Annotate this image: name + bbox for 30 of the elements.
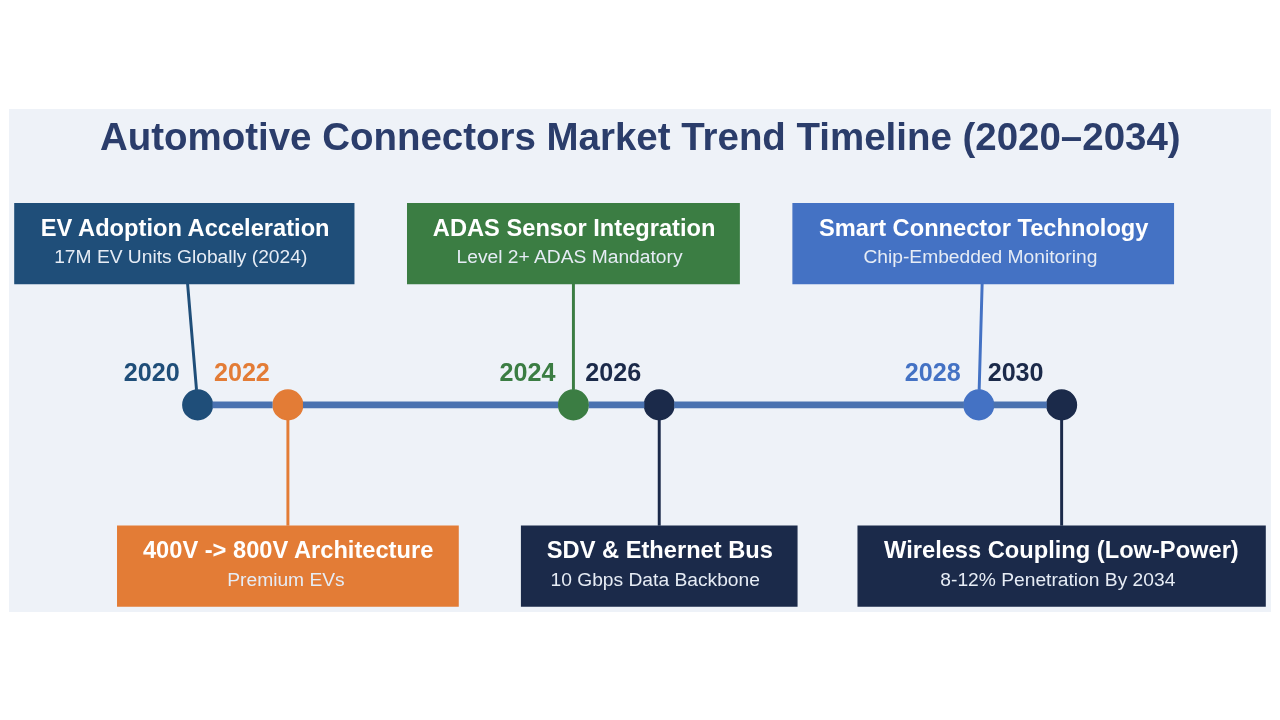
connector (1060, 419, 1064, 526)
connector (302, 401, 559, 408)
node-circle (272, 388, 304, 420)
node-label: 2028 (904, 357, 961, 386)
node-box: 400V -> 800V Architecture Premium EVs (117, 524, 459, 607)
node-circle (557, 388, 589, 420)
node-label: 2022 (213, 357, 270, 386)
connector (286, 419, 290, 526)
connector (588, 401, 645, 408)
connector (212, 401, 273, 408)
node-box: EV Adoption Acceleration 17M EV Units Globally (2024) (14, 202, 355, 284)
node-box: Smart Connector Technology Chip-Embedded Monitoring (792, 202, 1175, 284)
node-box: ADAS Sensor Integration Level 2+ ADAS Mandatory (407, 202, 740, 284)
connector (977, 283, 984, 390)
node-circle (963, 388, 995, 420)
connector (186, 283, 198, 390)
node-label: 2024 (499, 357, 556, 386)
node-box: Wireless Coupling (Low-Power) 8-12% Penetration By 2034 (857, 524, 1266, 607)
connector (674, 401, 964, 408)
node-circle (643, 388, 675, 420)
connector (993, 401, 1047, 408)
node-circle (182, 388, 214, 420)
node-circle (1046, 388, 1078, 420)
node-label: 2026 (585, 357, 642, 386)
node-box: SDV & Ethernet Bus 10 Gbps Data Backbone (520, 524, 798, 607)
node-label: 2020 (123, 357, 180, 386)
connector (657, 419, 661, 526)
node-label: 2030 (987, 357, 1044, 386)
diagram-title: Automotive Connectors Market Trend Timeline (2020–2034) (100, 114, 1181, 158)
connector (571, 283, 575, 390)
